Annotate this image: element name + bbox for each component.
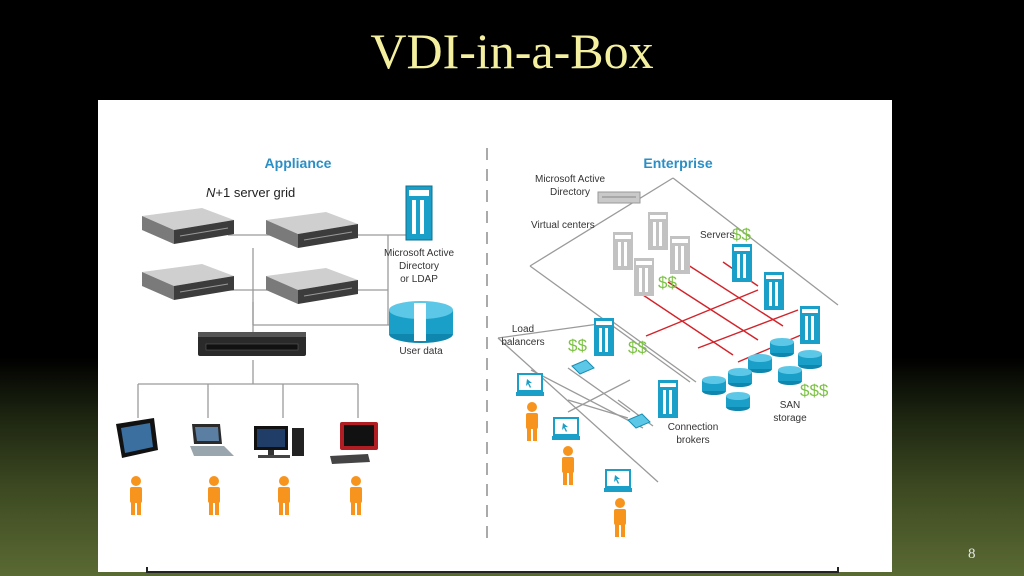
laptop-icon bbox=[190, 424, 234, 456]
appliance-user-4-icon bbox=[350, 476, 362, 515]
directory-server-icon bbox=[405, 185, 433, 241]
load-balancers-label-1: Load bbox=[512, 324, 534, 335]
server-2-icon bbox=[764, 272, 784, 310]
server-1-icon bbox=[732, 244, 752, 282]
user-data-label: User data bbox=[399, 346, 443, 357]
vcenter-3-icon bbox=[670, 236, 690, 274]
san-disk-3-icon bbox=[748, 354, 772, 373]
lb-server-icon bbox=[594, 318, 614, 356]
san-disk-6-icon bbox=[702, 376, 726, 395]
san-disk-1-icon bbox=[770, 338, 794, 357]
ent-laptop-3-icon bbox=[603, 469, 633, 493]
connection-brokers-label-1: Connection bbox=[668, 422, 719, 433]
san-storage-label-1: SAN bbox=[780, 400, 801, 411]
ent-user-2-icon bbox=[562, 446, 574, 485]
enterprise-heading: Enterprise bbox=[643, 155, 712, 171]
load-balancer-2-icon bbox=[627, 413, 651, 429]
vcenters-cost: $$ bbox=[658, 273, 677, 292]
load-balancers-label-2: balancers bbox=[501, 337, 544, 348]
connection-brokers-label-2: brokers bbox=[676, 435, 709, 446]
server-interconnects bbox=[642, 261, 809, 363]
connection-broker-icon bbox=[658, 380, 678, 418]
vcenter-4-icon bbox=[634, 258, 654, 296]
san-disk-7-icon bbox=[726, 392, 750, 411]
appliance-heading: Appliance bbox=[265, 155, 332, 171]
virtual-centers-label: Virtual centers bbox=[531, 220, 595, 231]
san-storage-label-2: storage bbox=[773, 413, 807, 424]
desktop-pc-icon bbox=[254, 426, 304, 458]
san-disk-5-icon bbox=[728, 368, 752, 387]
lb-cost-left: $$ bbox=[568, 336, 587, 355]
tablet-icon bbox=[116, 418, 158, 458]
all-in-one-pc-icon bbox=[330, 422, 378, 464]
appliance-user-1-icon bbox=[130, 476, 142, 515]
server-3-icon bbox=[800, 306, 820, 344]
ent-user-1-icon bbox=[526, 402, 538, 441]
san-disk-4-icon bbox=[778, 366, 802, 385]
slide-title: VDI-in-a-Box bbox=[370, 23, 654, 79]
network-switch-icon bbox=[198, 332, 306, 356]
san-disk-2-icon bbox=[798, 350, 822, 369]
appliance-links bbox=[137, 234, 422, 418]
user-data-storage-icon bbox=[389, 301, 453, 343]
appliance-server-4 bbox=[265, 267, 359, 305]
appliance-server-2 bbox=[265, 211, 359, 249]
ent-ad-label-1: Microsoft Active bbox=[535, 174, 605, 185]
vdi-diagram: Appliance N+1 server grid Microsoft Acti… bbox=[116, 148, 839, 540]
appliance-user-2-icon bbox=[208, 476, 220, 515]
appliance-user-3-icon bbox=[278, 476, 290, 515]
vcenter-2-icon bbox=[613, 232, 633, 270]
bottom-bracket bbox=[146, 567, 839, 573]
ent-directory-server-icon bbox=[597, 191, 641, 204]
lb-cost-right: $$ bbox=[628, 338, 647, 357]
appliance-server-1 bbox=[141, 207, 235, 245]
ent-laptop-1-icon bbox=[515, 373, 545, 397]
diagram-panel: Appliance N+1 server grid Microsoft Acti… bbox=[98, 100, 892, 572]
server-grid-label: N+1 server grid bbox=[206, 185, 295, 200]
vcenter-1-icon bbox=[648, 212, 668, 250]
ent-ad-label-2: Directory bbox=[550, 187, 590, 198]
san-cost: $$$ bbox=[800, 381, 829, 400]
appliance-server-3 bbox=[141, 263, 235, 301]
ad-ldap-label-1: Microsoft Active bbox=[384, 248, 454, 259]
slide-number: 8 bbox=[968, 546, 976, 562]
ent-user-3-icon bbox=[614, 498, 626, 537]
ent-laptop-2-icon bbox=[551, 417, 581, 441]
grid-rest: +1 server grid bbox=[215, 185, 295, 200]
load-balancer-1-icon bbox=[571, 359, 595, 375]
servers-cost: $$ bbox=[732, 225, 751, 244]
grid-n: N bbox=[206, 185, 216, 200]
servers-label: Servers bbox=[700, 230, 734, 241]
ad-ldap-label-3: or LDAP bbox=[400, 274, 438, 285]
ad-ldap-label-2: Directory bbox=[399, 261, 439, 272]
